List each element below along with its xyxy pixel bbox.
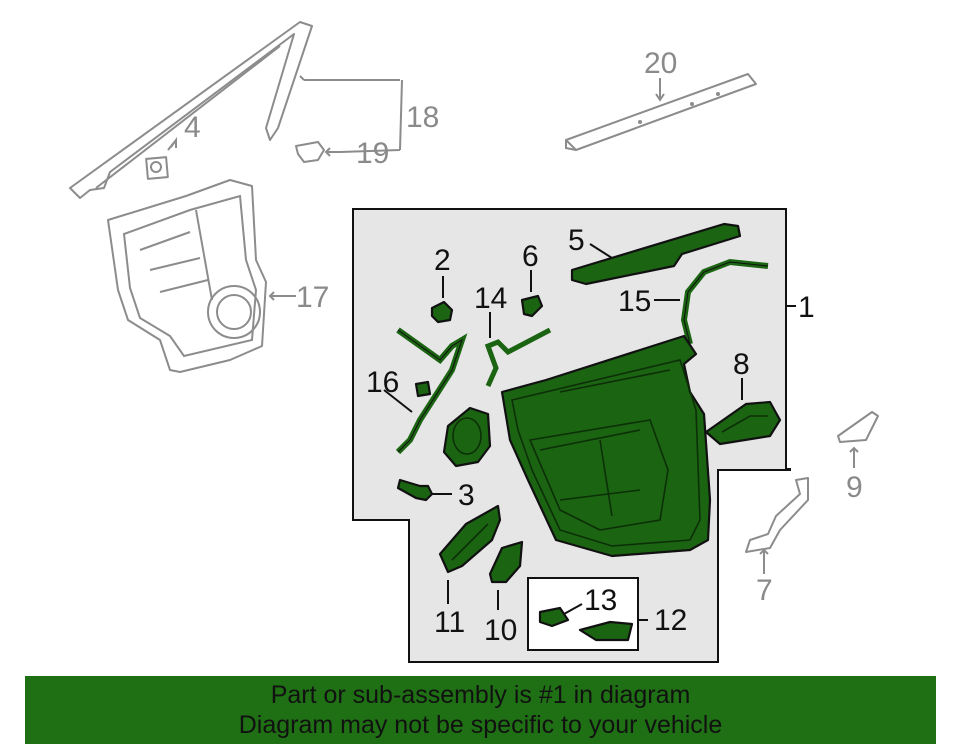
mounting-bolt[interactable] (396, 478, 434, 502)
callout-15: 15 (618, 285, 651, 318)
banner-line-1: Part or sub-assembly is #1 in diagram (270, 681, 691, 709)
callout-14: 14 (474, 282, 507, 315)
banner-line-2: Diagram may not be specific to your vehi… (238, 711, 723, 739)
callout-7: 7 (756, 574, 773, 607)
callout-13: 13 (584, 584, 617, 617)
callout-9: 9 (846, 471, 863, 504)
callout-4: 4 (184, 111, 201, 144)
weather-strip (745, 477, 809, 553)
callout-17: 17 (296, 281, 329, 314)
callout-19: 19 (356, 137, 389, 170)
callout-12: 12 (654, 604, 687, 637)
window-frame-trim (69, 21, 313, 199)
callout-11: 11 (434, 606, 465, 639)
fastener-clip (295, 141, 325, 163)
callout-3: 3 (458, 479, 475, 512)
sill-strip (565, 73, 757, 151)
trim-cover[interactable] (578, 620, 634, 642)
leader-lines (167, 75, 859, 621)
upper-trim-molding[interactable] (570, 222, 742, 286)
corner-trim-piece (145, 156, 169, 180)
door-trim-panel[interactable] (500, 334, 712, 558)
lock-rod[interactable] (484, 327, 552, 388)
door-inner-frame (107, 179, 267, 373)
callout-8: 8 (733, 348, 750, 381)
small-trim-insert[interactable] (538, 606, 570, 628)
callout-5: 5 (568, 224, 585, 257)
retainer-bracket[interactable] (520, 294, 544, 318)
mirror-cover (837, 411, 879, 443)
callout-16: 16 (366, 366, 399, 399)
callout-6: 6 (522, 240, 539, 273)
callout-18: 18 (406, 101, 439, 134)
trim-clip[interactable] (430, 300, 454, 324)
switch-panel[interactable] (438, 504, 502, 574)
callout-1: 1 (798, 291, 815, 324)
callout-2: 2 (434, 244, 451, 277)
disclaimer-banner: Part or sub-assembly is #1 in diagram Di… (25, 676, 936, 744)
callout-10: 10 (484, 614, 517, 647)
callout-20: 20 (644, 47, 677, 80)
handle-bezel[interactable] (704, 400, 782, 446)
window-switch[interactable] (488, 540, 524, 584)
speaker[interactable] (442, 406, 492, 468)
